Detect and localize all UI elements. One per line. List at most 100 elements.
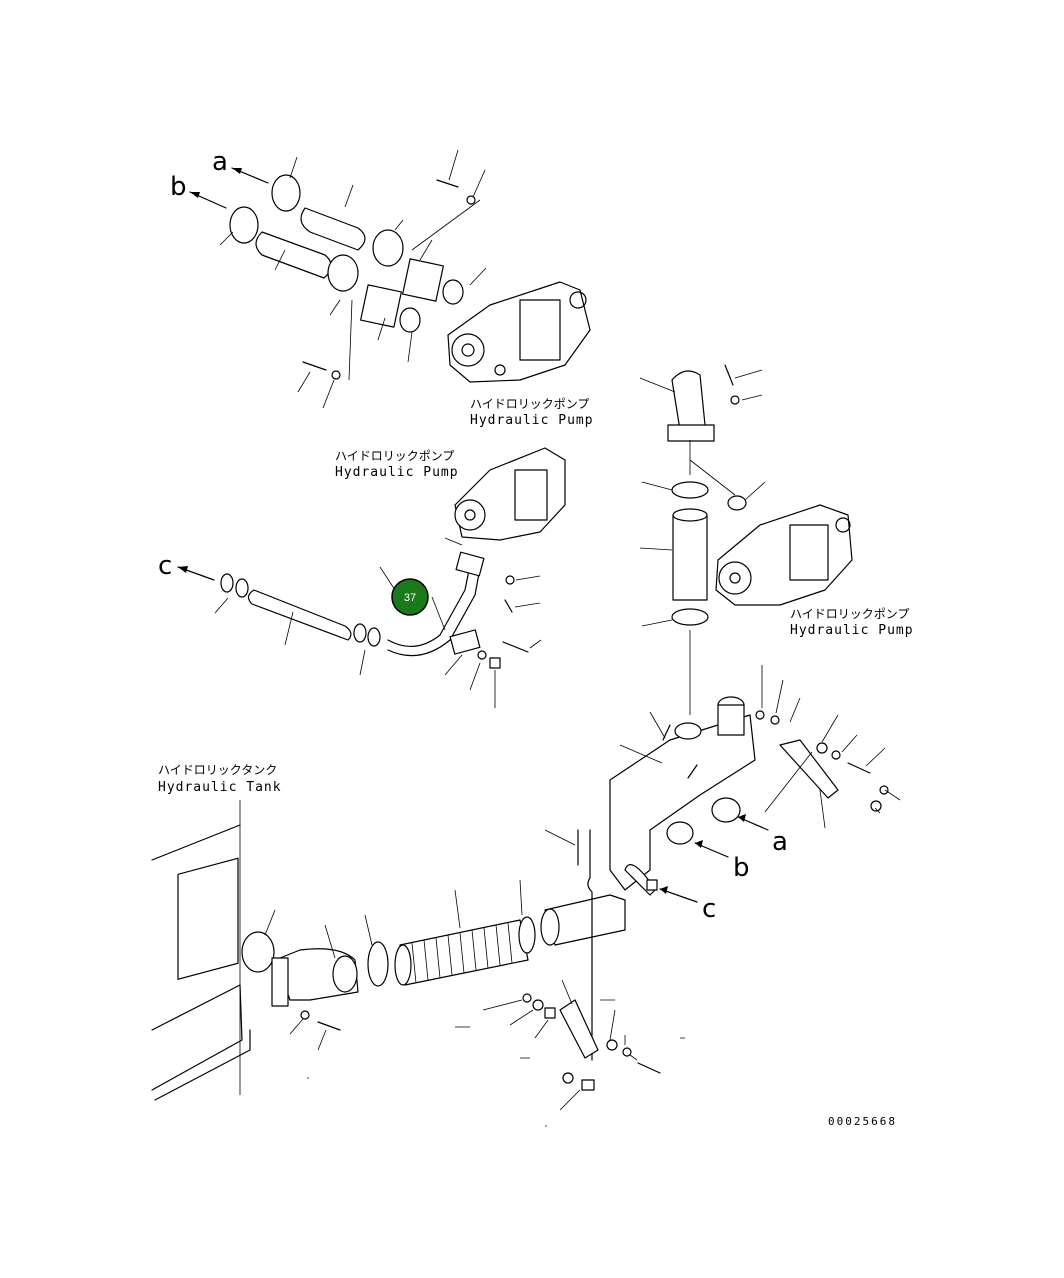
- washer-mid-2: [477, 650, 487, 660]
- leaders-tank: [289, 924, 336, 1079]
- hydraulic-pump-right: [715, 504, 853, 606]
- callout-37[interactable]: 37: [391, 578, 429, 616]
- tube-flange-bottom: [449, 629, 481, 655]
- flange-top-1: [402, 258, 444, 302]
- hose-c: [247, 589, 352, 641]
- clamp-right-2: [671, 608, 709, 626]
- tank-elbow-end: [332, 955, 358, 993]
- washer-top-2: [331, 370, 341, 380]
- nut-mid: [489, 657, 501, 669]
- bolt-low: [637, 1062, 661, 1074]
- clamp-c-3: [353, 623, 367, 643]
- arrow-b-right-head: [695, 840, 703, 848]
- tube-flange-top: [455, 551, 485, 577]
- bolt-top: [436, 179, 459, 188]
- bolt-mid-1: [504, 599, 513, 613]
- arrow-c-right-head: [660, 886, 668, 894]
- clamp-tank-1: [367, 941, 389, 987]
- bolt-tank: [317, 1021, 341, 1031]
- hydraulic-pump-mid: [454, 447, 566, 541]
- nut-low-1: [544, 1007, 556, 1019]
- clamp-tank-2: [518, 916, 536, 954]
- mid-assembly: ハイドロリックポンプ Hydraulic Pump c 37: [158, 447, 566, 708]
- pump-mid-label-en: Hydraulic Pump: [335, 465, 459, 480]
- leaders-top: [219, 149, 487, 409]
- oring-top-1: [442, 279, 464, 305]
- bent-tube: [387, 564, 471, 647]
- letter-a-right: a: [772, 827, 788, 857]
- callout-37-number[interactable]: 37: [404, 592, 416, 604]
- flange-right-top: [667, 424, 715, 442]
- right-assembly: ハイドロリックポンプ Hydraulic Pump a b c: [609, 364, 914, 924]
- hose-right-top-end: [672, 508, 708, 522]
- washer-r2: [770, 715, 780, 725]
- letter-c-left: c: [158, 551, 172, 581]
- pump-right-label-en: Hydraulic Pump: [790, 623, 914, 638]
- washer-mid-1: [505, 575, 515, 585]
- letter-b-top: b: [170, 172, 187, 202]
- elbow-right-top: [671, 370, 706, 431]
- tank-flange-plate: [177, 857, 239, 980]
- pump-top-label-en: Hydraulic Pump: [470, 413, 594, 428]
- guide-line-3: [689, 459, 736, 496]
- u-bolt-rod: [577, 829, 593, 1061]
- washer-low-3: [606, 1039, 618, 1051]
- bolt-r1: [847, 762, 871, 774]
- washer-r4: [831, 750, 841, 760]
- letter-b-right: b: [733, 853, 750, 883]
- clamp-c-2: [235, 578, 249, 598]
- letter-a-top: a: [212, 147, 228, 177]
- nut-r1: [870, 800, 882, 812]
- hydraulic-pump-top: [447, 281, 591, 383]
- washer-right-top: [730, 395, 740, 405]
- hose-top-2: [255, 231, 332, 279]
- callout-37-circle[interactable]: [391, 578, 429, 616]
- washer-r3: [816, 742, 828, 754]
- tank-label-jp: ハイドロリックタンク: [158, 763, 277, 777]
- clamp-top-1: [271, 174, 301, 212]
- leaders-right: [639, 369, 766, 627]
- washer-low-1: [522, 993, 532, 1003]
- hydraulic-tank-assembly: ハイドロリックタンク Hydraulic Tank: [151, 763, 685, 1127]
- flange-top-2: [360, 284, 402, 328]
- pump-mid-label-jp: ハイドロリックポンプ: [335, 449, 454, 463]
- bolt-mid-2: [502, 641, 529, 653]
- clamp-top-2: [229, 206, 259, 244]
- oring-right: [727, 495, 747, 511]
- leader-u-bolt: [544, 829, 576, 846]
- letter-c-right: c: [702, 894, 716, 924]
- nut-low-2: [581, 1079, 595, 1091]
- tank-gasket: [241, 931, 275, 973]
- bolt-right-top: [724, 364, 734, 386]
- hose-top-1: [300, 207, 366, 251]
- washer-low-5: [562, 1072, 574, 1084]
- arrow-b-head: [190, 192, 200, 198]
- pump-right-label-jp: ハイドロリックポンプ: [790, 607, 909, 621]
- arrow-a-right-head: [738, 814, 746, 822]
- arrow-a-head: [232, 168, 242, 174]
- leaders-mid: [214, 537, 542, 708]
- clamp-top-4: [327, 254, 359, 292]
- tank-body: [151, 824, 251, 1101]
- washer-r5: [879, 785, 889, 795]
- tube-lower-end: [540, 908, 560, 946]
- corrugated-hose: [394, 919, 529, 986]
- washer-top: [466, 195, 476, 205]
- clamp-top-3: [372, 229, 404, 267]
- top-hose-assembly: a b ハイドロリックポンプ Hy: [170, 147, 594, 428]
- tank-elbow-flange: [271, 957, 289, 1007]
- bracket-lower: [559, 999, 599, 1059]
- bolt-top-2: [302, 361, 327, 371]
- washer-tank: [300, 1010, 310, 1020]
- drawing-code: 00025668: [828, 1115, 897, 1128]
- suction-manifold: [609, 696, 756, 896]
- arrow-c-head: [178, 566, 188, 573]
- clamp-right-1: [671, 481, 709, 499]
- hose-right-vertical: [672, 514, 708, 601]
- clamp-c-1: [220, 573, 234, 593]
- leaders-right-bottom: [619, 665, 901, 829]
- bracket-right: [779, 739, 839, 799]
- oring-top-2: [399, 307, 421, 333]
